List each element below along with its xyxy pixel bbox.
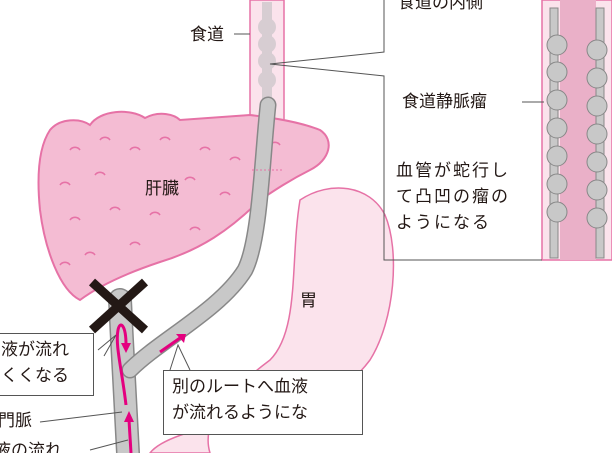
label-stomach: 胃 xyxy=(300,291,317,311)
label-portal-vein: 門脈 xyxy=(0,411,32,431)
callout-line: が流れるようにな xyxy=(172,403,308,423)
flow-arrows xyxy=(115,323,181,453)
label-esophagus: 食道 xyxy=(190,25,224,45)
label-flow: 液の流れ xyxy=(0,441,62,453)
inset-varices xyxy=(546,7,608,259)
desc-line: て凸凹の瘤の xyxy=(396,187,510,207)
varices-description: 血管が蛇行し て凸凹の瘤の ようになる xyxy=(396,158,510,236)
label-varices: 食道静脈瘤 xyxy=(402,92,487,112)
callout-line: 液が流れ xyxy=(1,340,69,360)
callout-line: 別のルートへ血液 xyxy=(172,377,308,397)
liver xyxy=(37,110,330,302)
esophagus-varices-faded xyxy=(258,2,276,102)
label-esophagus-inside: 食道の内側 xyxy=(398,0,483,13)
desc-line: 血管が蛇行し xyxy=(396,161,510,181)
leader-lines xyxy=(39,0,544,451)
callout-line: くくなる xyxy=(1,366,69,386)
arrowheads xyxy=(121,334,186,422)
desc-line: ようになる xyxy=(396,213,491,233)
bypass-callout: 別のルートへ血液 が流れるようにな xyxy=(163,370,363,435)
label-liver: 肝臓 xyxy=(145,179,179,199)
blocked-callout: 液が流れ くくなる xyxy=(0,333,94,396)
blocked-x-icon xyxy=(88,278,149,334)
liver-texture xyxy=(59,136,281,266)
